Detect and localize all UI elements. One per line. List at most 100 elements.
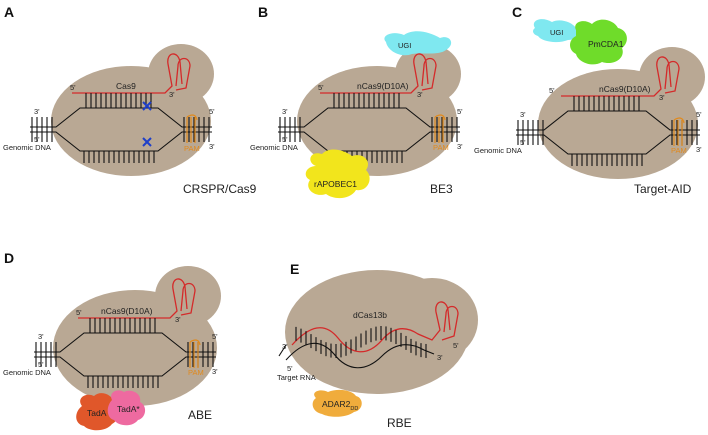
dna-rungs-left — [517, 120, 544, 145]
rna-5-prime: 5' — [70, 83, 76, 92]
rna-3-prime: 3' — [659, 93, 665, 102]
adar-blob — [312, 389, 362, 417]
dna-3-prime-right: 3' — [212, 367, 218, 376]
rapobec1-blob — [305, 149, 370, 199]
protein-label: Cas9 — [116, 81, 136, 91]
bottom-strand-rungs — [87, 376, 159, 388]
rna-3-prime: 3' — [169, 90, 175, 99]
dna-5-prime-right: 5' — [696, 110, 702, 119]
rna-dna-rungs — [573, 96, 640, 111]
dna-5-prime-right: 5' — [457, 107, 463, 116]
dna-3-prime-left: 3' — [34, 107, 40, 116]
ugi-blob — [384, 31, 452, 56]
dcas13b-lobe — [386, 278, 478, 362]
dna-5-prime-right: 5' — [209, 107, 215, 116]
pam-site — [189, 339, 201, 368]
rapobec1-label: rAPOBEC1 — [314, 179, 357, 189]
rna-3-prime: 3' — [417, 90, 423, 99]
dna-rungs-right — [431, 117, 458, 142]
dna-3-prime-left: 3' — [520, 110, 526, 119]
system-label: Target-AID — [634, 182, 692, 196]
protein-label: nCas9(D10A) — [599, 84, 651, 94]
tadastar-blob — [107, 390, 146, 426]
pam-label: PAM — [188, 368, 204, 377]
guide-rna — [78, 278, 196, 319]
pam-site — [673, 117, 685, 146]
panel-label: C — [512, 4, 522, 20]
dna-rungs-left — [35, 342, 57, 367]
panel-label: E — [290, 261, 299, 277]
rec-lobe — [395, 44, 461, 104]
dna-3-prime-left: 3' — [282, 107, 288, 116]
pam-site — [186, 114, 198, 143]
ugi-blob — [533, 19, 579, 43]
dna-5-prime-left: 5' — [38, 360, 44, 369]
adar-label: ADAR2DD — [322, 399, 358, 412]
rna-end — [278, 344, 287, 357]
ugi-label: UGI — [398, 41, 411, 50]
tadastar-label: TadA* — [117, 404, 140, 414]
dna-rungs-right — [183, 117, 210, 142]
rec-lobe — [639, 47, 705, 107]
rna-5-prime: 5' — [318, 83, 324, 92]
dna-3-prime-right: 3' — [457, 142, 463, 151]
bottom-strand-rungs — [571, 154, 643, 166]
pam-label: PAM — [433, 143, 449, 152]
rna-dna-rungs — [89, 318, 156, 333]
panel-a: A Cas9 5' 3' 3' 5' 5' 3' PAM Genomic DNA… — [3, 4, 257, 196]
rna-dna-rungs — [333, 93, 400, 108]
dna-5-prime-left: 5' — [282, 135, 288, 144]
protein-label: dCas13b — [353, 310, 387, 320]
system-label: CRSPR/Cas9 — [183, 182, 257, 196]
pam-label: PAM — [671, 146, 687, 155]
pam-site — [434, 114, 446, 143]
panel-e: E ADAR2DD dCas13b 3' 5' 5' 3' Target RNA… — [277, 261, 478, 430]
rna-rungs — [295, 326, 427, 358]
protein-label: nCas9(D10A) — [101, 306, 153, 316]
tada-label: TadA — [87, 408, 107, 418]
dna-rungs-left — [279, 117, 301, 142]
target-rna-label: Target RNA — [277, 373, 316, 382]
system-label: ABE — [188, 408, 212, 422]
cut-mark-bottom — [142, 137, 152, 147]
rna-dna-rungs — [85, 93, 152, 108]
rna-3-prime: 3' — [175, 315, 181, 324]
tada-blob — [76, 393, 120, 431]
guide-rna — [320, 53, 437, 94]
panel-d: D TadA TadA* nCas9(D10A) 5' 3' 3' 5' 5' … — [3, 250, 221, 431]
system-label: BE3 — [430, 182, 453, 196]
dna-5-prime-left: 5' — [34, 135, 40, 144]
system-label: RBE — [387, 416, 412, 430]
genomic-dna-label: Genomic DNA — [3, 143, 51, 152]
guide-rna — [72, 53, 191, 94]
genomic-dna-label: Genomic DNA — [3, 368, 51, 377]
dna-3-prime-left: 3' — [38, 332, 44, 341]
dna-3-prime-right: 3' — [696, 145, 702, 154]
dna-3-prime-right: 3' — [209, 142, 215, 151]
cut-mark-top — [142, 101, 152, 111]
ugi-label: UGI — [550, 28, 563, 37]
guide-5-prime: 5' — [453, 341, 459, 350]
panel-c: C UGI PmCDA1 nCas9(D10A) 5' 3' 3' 5' 5' … — [474, 4, 705, 196]
rna-5-prime: 5' — [549, 86, 555, 95]
dna-5-prime-left: 5' — [520, 138, 526, 147]
panel-label: D — [4, 250, 14, 266]
panel-b: B UGI rAPOBEC1 nCas9(D10A) 5' 3' 3' 5' 5… — [250, 4, 463, 199]
dna-rungs-right — [187, 342, 214, 367]
pmcda1-label: PmCDA1 — [588, 39, 624, 49]
panel-label: A — [4, 4, 14, 20]
protein-label: nCas9(D10A) — [357, 81, 409, 91]
rna-3-prime-left: 3' — [282, 342, 288, 351]
rna-3-prime-right: 3' — [437, 353, 443, 362]
rna-5-prime-left: 5' — [287, 364, 293, 373]
dna-top-strand — [516, 110, 700, 131]
pmcda1-blob — [570, 19, 627, 65]
dna-5-prime-right: 5' — [212, 332, 218, 341]
genomic-dna-label: Genomic DNA — [250, 143, 298, 152]
guide-rna — [561, 56, 680, 97]
pam-label: PAM — [184, 144, 200, 153]
genomic-dna-label: Genomic DNA — [474, 146, 522, 155]
rna-5-prime: 5' — [76, 308, 82, 317]
panel-label: B — [258, 4, 268, 20]
